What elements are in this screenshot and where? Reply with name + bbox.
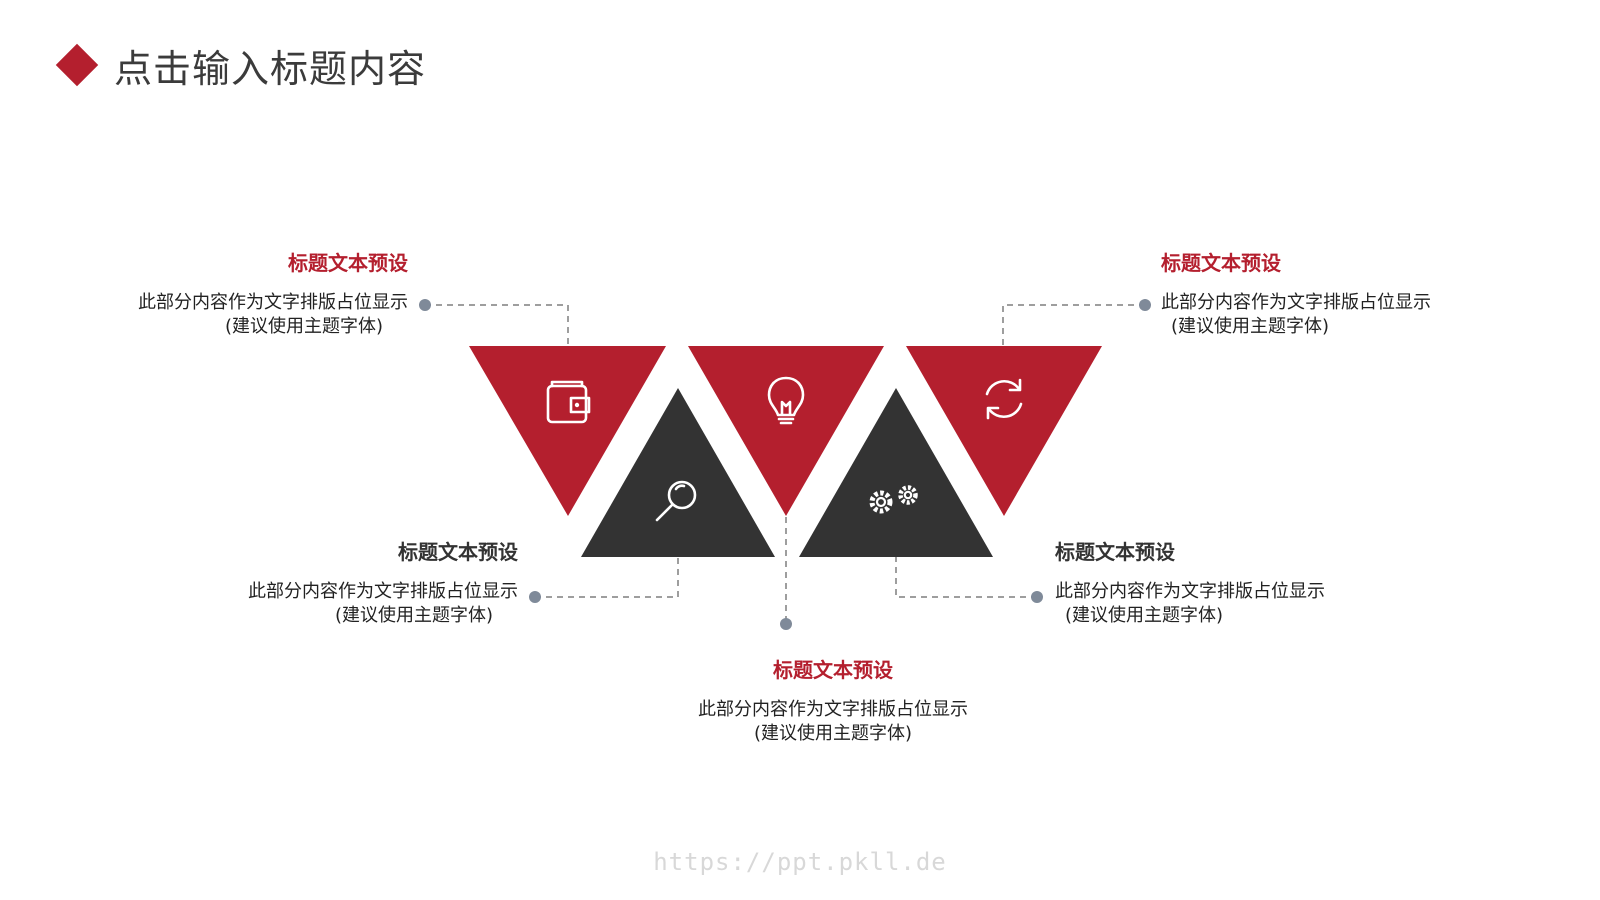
- triangle-red-left: [469, 346, 666, 516]
- item-body-line1: 此部分内容作为文字排版占位显示: [698, 699, 968, 720]
- lightbulb-icon: [767, 376, 805, 425]
- page-title[interactable]: 点击输入标题内容: [114, 46, 427, 91]
- item-bottom-right: 标题文本预设 此部分内容作为文字排版占位显示 (建议使用主题字体): [1055, 539, 1355, 628]
- search-icon: [655, 480, 697, 522]
- dot-top-left: [419, 299, 431, 311]
- item-bottom-center: 标题文本预设 此部分内容作为文字排版占位显示 (建议使用主题字体): [682, 657, 984, 746]
- item-top-right: 标题文本预设 此部分内容作为文字排版占位显示 (建议使用主题字体): [1161, 250, 1461, 339]
- title-bar: 点击输入标题内容: [55, 40, 427, 91]
- connector-top-left: [425, 304, 569, 345]
- connector-top-right: [1002, 304, 1145, 345]
- refresh-icon: [985, 378, 1023, 420]
- dot-top-right: [1139, 299, 1151, 311]
- connector-bottom-right: [895, 557, 1037, 598]
- item-body-line1: 此部分内容作为文字排版占位显示: [1055, 581, 1325, 602]
- dot-bottom-center: [780, 618, 792, 630]
- triangle-dark-left: [581, 388, 775, 557]
- connector-dots: [419, 299, 1151, 630]
- item-heading: 标题文本预设: [398, 540, 518, 564]
- item-heading: 标题文本预设: [288, 251, 408, 275]
- gears-icon: [869, 485, 918, 514]
- watermark-url: https://ppt.pkll.de: [653, 848, 947, 876]
- item-heading: 标题文本预设: [1055, 540, 1175, 564]
- item-body-line1: 此部分内容作为文字排版占位显示: [248, 581, 518, 602]
- item-body-line1: 此部分内容作为文字排版占位显示: [1161, 292, 1431, 313]
- item-top-left: 标题文本预设 此部分内容作为文字排版占位显示 (建议使用主题字体): [100, 250, 408, 339]
- item-heading: 标题文本预设: [1161, 251, 1281, 275]
- item-bottom-left: 标题文本预设 此部分内容作为文字排版占位显示 (建议使用主题字体): [210, 539, 518, 628]
- item-body-line2: (建议使用主题字体): [1065, 605, 1224, 626]
- dot-bottom-left: [529, 591, 541, 603]
- item-body-line2: (建议使用主题字体): [753, 723, 913, 744]
- connector-lines: [425, 304, 1145, 623]
- triangle-dark-right: [799, 388, 993, 557]
- item-body-line1: 此部分内容作为文字排版占位显示: [138, 292, 408, 313]
- item-heading: 标题文本预设: [773, 658, 893, 682]
- item-body-line2: (建议使用主题字体): [334, 605, 494, 626]
- item-body-line2: (建议使用主题字体): [224, 316, 384, 337]
- wallet-icon: [546, 380, 591, 424]
- triangle-red-right: [906, 346, 1102, 516]
- item-body-line2: (建议使用主题字体): [1171, 316, 1330, 337]
- dot-bottom-right: [1031, 591, 1043, 603]
- connector-bottom-left: [535, 557, 679, 598]
- triangle-red-center: [688, 346, 884, 516]
